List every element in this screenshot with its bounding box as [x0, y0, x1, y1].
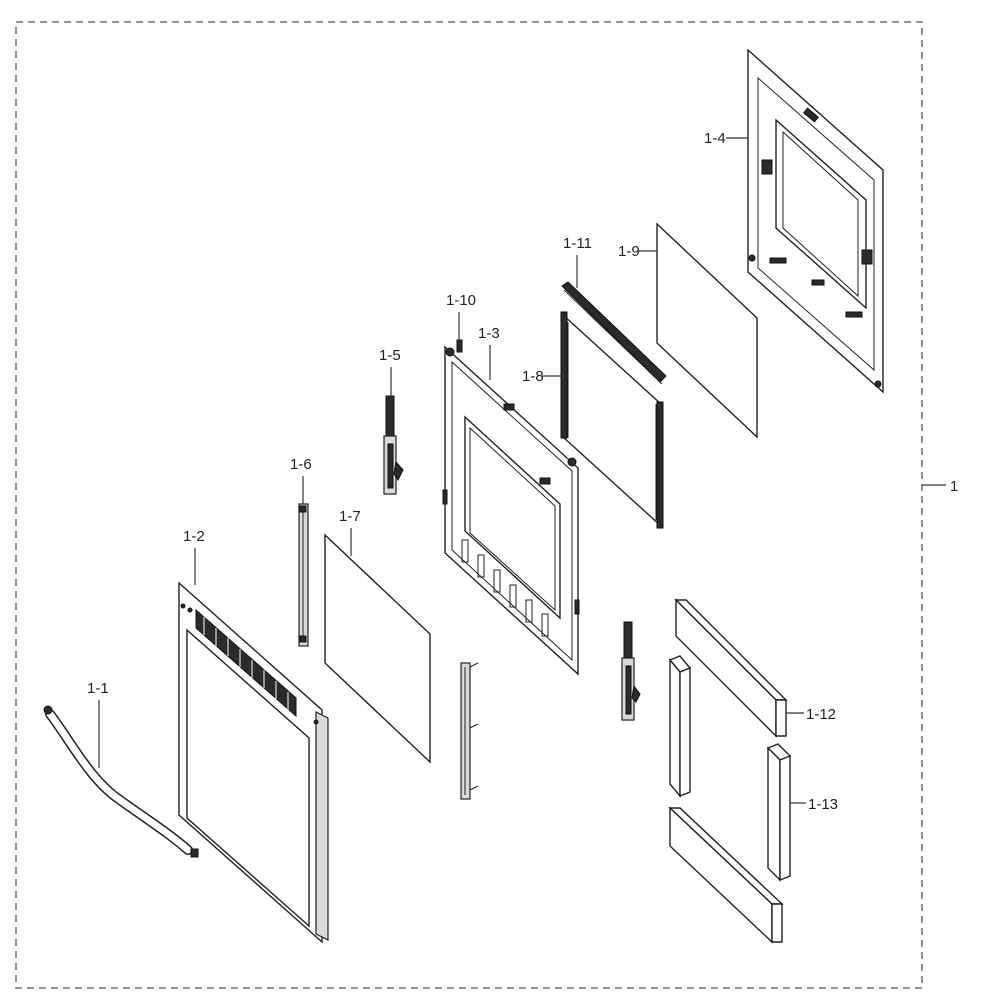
part-1-8-framed-glass	[560, 311, 664, 529]
part-1-12-insulation-block-lower	[668, 806, 784, 944]
part-1-12-insulation-block	[674, 598, 788, 738]
lower-hinge	[621, 621, 641, 721]
callout-1-2: 1-2	[183, 528, 205, 545]
callout-1-11: 1-11	[563, 235, 592, 252]
callout-1-9: 1-9	[618, 243, 640, 260]
callout-assembly: 1	[950, 478, 958, 495]
callout-1-12: 1-12	[806, 706, 836, 723]
callout-1-3: 1-3	[478, 325, 500, 342]
callout-1-8: 1-8	[522, 368, 544, 385]
part-1-10-pin	[456, 339, 463, 353]
part-1-1-handle	[43, 705, 199, 858]
part-1-11-bracket-bar	[561, 281, 667, 385]
callout-1-4: 1-4	[704, 130, 726, 147]
callout-1-13: 1-13	[808, 796, 838, 813]
lower-bracket	[460, 662, 479, 800]
part-1-4-rear-frame	[747, 48, 884, 394]
part-1-3-inner-frame	[442, 345, 580, 676]
part-1-2-outer-door	[178, 581, 329, 944]
part-1-13-insulation-block	[668, 655, 692, 798]
part-1-9-glass-panel	[656, 222, 758, 439]
callout-1-5: 1-5	[379, 347, 401, 364]
callout-1-1: 1-1	[87, 680, 109, 697]
part-1-6-trim-strip	[298, 503, 309, 647]
part-1-7-glass-panel	[324, 533, 431, 764]
part-1-5-hinge	[383, 395, 404, 495]
callout-1-7: 1-7	[339, 508, 361, 525]
callout-1-10: 1-10	[446, 292, 476, 309]
callout-1-6: 1-6	[290, 456, 312, 473]
part-1-13-insulation-block-right	[766, 743, 792, 882]
